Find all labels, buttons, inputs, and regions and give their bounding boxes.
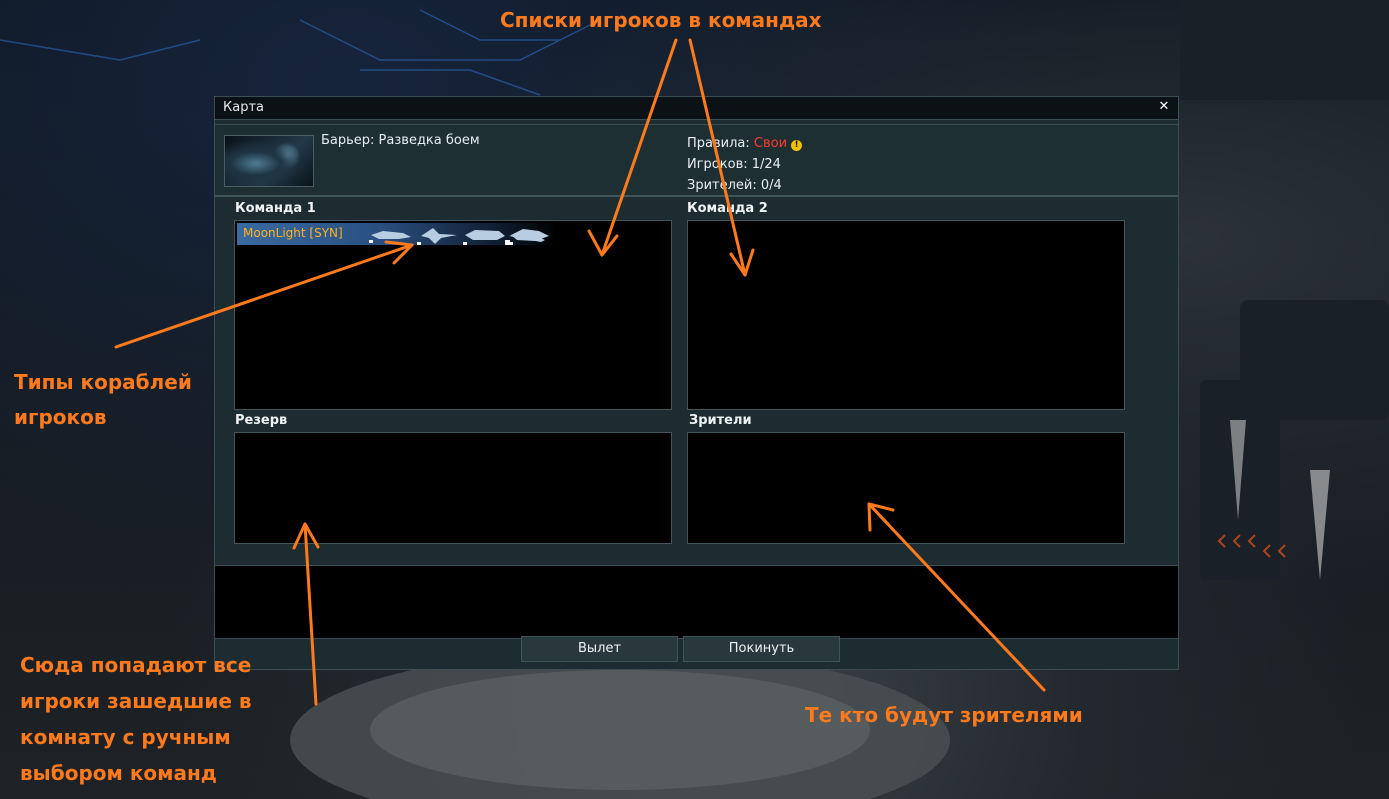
- chat-area[interactable]: [215, 565, 1178, 639]
- fighter-icon: [417, 228, 457, 245]
- dialog-titlebar: Карта ✕: [215, 97, 1178, 120]
- reserve-list[interactable]: [234, 432, 672, 544]
- dialog-title: Карта: [223, 100, 264, 115]
- spectators-list[interactable]: [687, 432, 1125, 544]
- rules-value: Свои: [753, 136, 788, 151]
- leave-button[interactable]: Покинуть: [683, 636, 840, 662]
- close-icon: ✕: [1158, 99, 1170, 114]
- player-name: MoonLight [SYN]: [243, 226, 343, 240]
- frigate-icon: [463, 230, 505, 245]
- launch-button[interactable]: Вылет: [521, 636, 678, 662]
- dreadnought-icon: [505, 231, 545, 245]
- team1-list[interactable]: MoonLight [SYN]: [234, 220, 672, 410]
- rules-label: Правила:: [687, 136, 750, 151]
- annotation-team-lists: Списки игроков в командах: [500, 8, 822, 32]
- rules-line: Правила: Свои!: [687, 133, 803, 154]
- team1-label: Команда 1: [235, 201, 316, 216]
- annotation-reserve-1: Сюда попадают все: [20, 653, 252, 677]
- map-name: Барьер: Разведка боем: [321, 133, 480, 148]
- info-icon[interactable]: !: [791, 140, 803, 151]
- annotation-ship-types-1: Типы кораблей: [14, 370, 192, 394]
- map-rules-block: Правила: Свои! Игроков: 1/24 Зрителей: 0…: [687, 133, 803, 196]
- map-thumbnail: [224, 135, 314, 187]
- spectators-count: Зрителей: 0/4: [687, 178, 782, 193]
- annotation-ship-types-2: игроков: [14, 405, 107, 429]
- spectators-label: Зрители: [689, 413, 752, 428]
- annotation-reserve-3: комнату с ручным: [20, 725, 231, 749]
- annotation-reserve-2: игроки зашедшие в: [20, 689, 252, 713]
- interceptor-icon: [369, 231, 411, 243]
- annotation-spectators: Те кто будут зрителями: [805, 703, 1083, 727]
- map-lobby-dialog: Карта ✕ Барьер: Разведка боем Правила: С…: [214, 96, 1179, 670]
- players-count: Игроков: 1/24: [687, 157, 781, 172]
- map-info-header: Барьер: Разведка боем Правила: Свои! Игр…: [215, 124, 1178, 197]
- reserve-label: Резерв: [235, 413, 288, 428]
- team2-list[interactable]: [687, 220, 1125, 410]
- close-button[interactable]: ✕: [1156, 99, 1172, 115]
- team2-label: Команда 2: [687, 201, 768, 216]
- annotation-reserve-4: выбором команд: [20, 761, 217, 785]
